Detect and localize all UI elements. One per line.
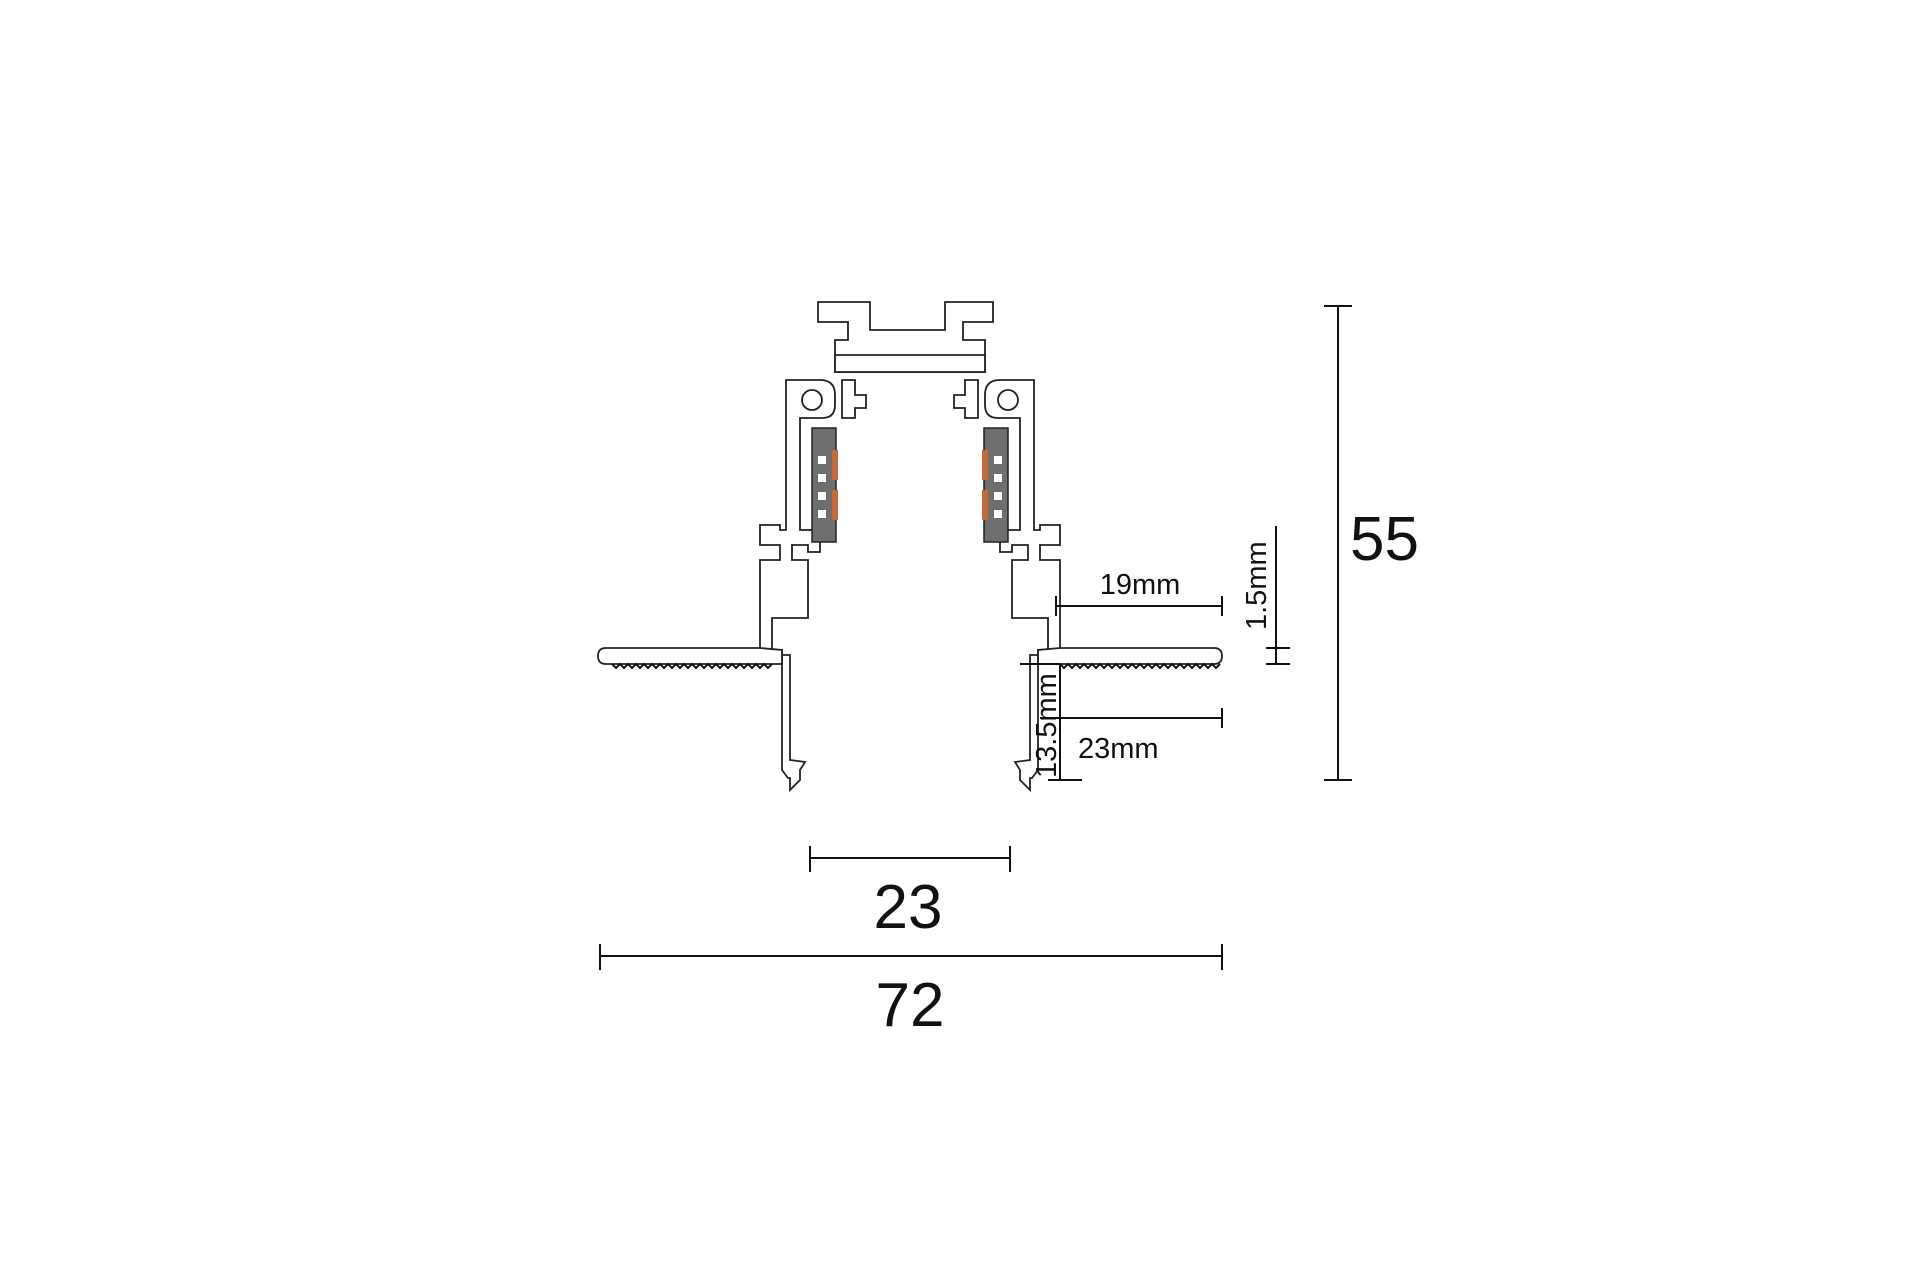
right-clip-hole (997, 389, 1019, 411)
inner-bridge (834, 354, 986, 373)
opening-width-label: 23 (874, 873, 943, 942)
right-conductor-slot (994, 474, 1002, 482)
track-profile-outline (597, 301, 1223, 793)
left-conductor-slot (818, 474, 826, 482)
dim-flange-width: 19mm (1055, 569, 1223, 616)
left-conductor-slot (818, 456, 826, 464)
right-conductor-copper (982, 450, 988, 480)
right-flange-serration (1059, 662, 1221, 670)
right-conductor-slot (994, 456, 1002, 464)
left-clip-hole (801, 389, 823, 411)
right-clip (953, 379, 979, 419)
right-conductor-copper (982, 490, 988, 520)
dim-overall-width: 72 (599, 944, 1223, 1040)
left-conductor-slot (818, 492, 826, 500)
right-conductor-body (983, 427, 1009, 543)
left-conductor-copper (832, 490, 838, 520)
dim-flange-thickness: 1.5mm (1241, 526, 1290, 665)
left-conductor-slot (818, 510, 826, 518)
left-flange-serration (611, 662, 773, 670)
right-conductor-slot (994, 510, 1002, 518)
dim-recess: 13.5mm 23mm (1020, 663, 1223, 781)
recess-width-label: 23mm (1078, 733, 1159, 765)
left-conductor (811, 427, 838, 543)
right-flange (1037, 647, 1223, 665)
flange-width-label: 19mm (1100, 569, 1181, 601)
left-clip (841, 379, 867, 419)
flange-thickness-label: 1.5mm (1241, 541, 1273, 630)
dim-overall-height: 55 (1324, 305, 1419, 781)
overall-height-label: 55 (1350, 505, 1419, 574)
left-conductor-copper (832, 450, 838, 480)
right-conductor (982, 427, 1009, 543)
right-conductor-slot (994, 492, 1002, 500)
left-flange (597, 647, 783, 665)
recess-depth-label: 13.5mm (1031, 673, 1063, 778)
overall-width-label: 72 (876, 971, 945, 1040)
left-conductor-body (811, 427, 837, 543)
dim-opening-width: 23 (809, 846, 1011, 942)
